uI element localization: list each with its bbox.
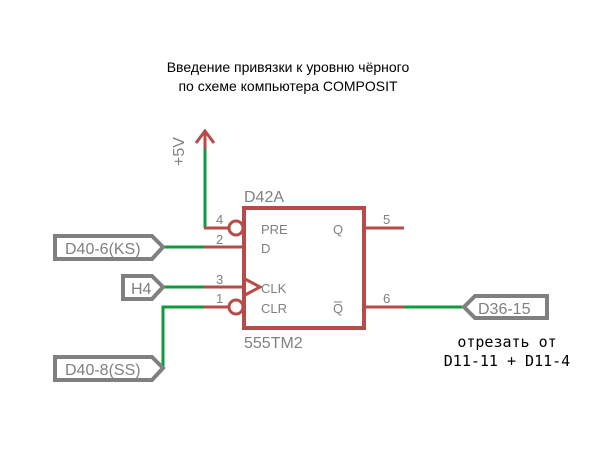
pin-pre-bubble-icon xyxy=(227,219,245,237)
pin-number-pre: 4 xyxy=(216,212,223,227)
pin-label-d: D xyxy=(261,241,270,256)
net-label-d36-15-text: D36-15 xyxy=(478,301,531,318)
power-label: +5V xyxy=(171,137,188,166)
net-label-d40-6[interactable] xyxy=(53,234,166,261)
note-line-1: отрезать от xyxy=(457,333,556,351)
net-label-h4-text: H4 xyxy=(131,281,152,298)
pin-number-qn: 6 xyxy=(383,291,390,306)
nets xyxy=(161,149,464,368)
title-line-1: Введение привязки к уровню чёрного xyxy=(167,59,410,75)
net-label-d40-8[interactable] xyxy=(53,355,166,382)
pin-label-clk: CLK xyxy=(261,281,287,296)
pin-clr-bubble-icon xyxy=(227,298,245,316)
pin-number-d: 2 xyxy=(216,232,223,247)
net-label-d40-6-text: D40-6(KS) xyxy=(65,241,141,258)
net-label-d40-8-text: D40-8(SS) xyxy=(65,362,141,379)
power-symbol[interactable]: +5V xyxy=(171,128,216,166)
pin-number-clr: 1 xyxy=(216,291,223,306)
pin-label-qn: Q xyxy=(333,301,343,316)
net-5v[interactable] xyxy=(203,149,207,230)
pin-label-pre: PRE xyxy=(261,222,288,237)
title-line-2: по схеме компьютера COMPOSIT xyxy=(178,78,398,94)
pin-label-q: Q xyxy=(333,222,343,237)
part-body xyxy=(242,206,366,330)
part-name: D42A xyxy=(244,189,284,206)
net-d40-8[interactable] xyxy=(161,305,204,368)
pin-number-clk: 3 xyxy=(216,272,223,287)
part-value: 555TM2 xyxy=(244,335,303,352)
net-label-d36-15[interactable] xyxy=(461,294,549,320)
pin-label-clr: CLR xyxy=(261,301,287,316)
net-label-h4[interactable] xyxy=(121,274,166,301)
part-d42a[interactable]: D42A 555TM2 4 2 3 1 5 6 PRE D CLK CLR Q … xyxy=(204,189,404,352)
pin-number-q: 5 xyxy=(383,212,390,227)
clock-triangle-icon xyxy=(244,277,264,297)
note-line-2: D11-11 + D11-4 xyxy=(444,352,570,370)
